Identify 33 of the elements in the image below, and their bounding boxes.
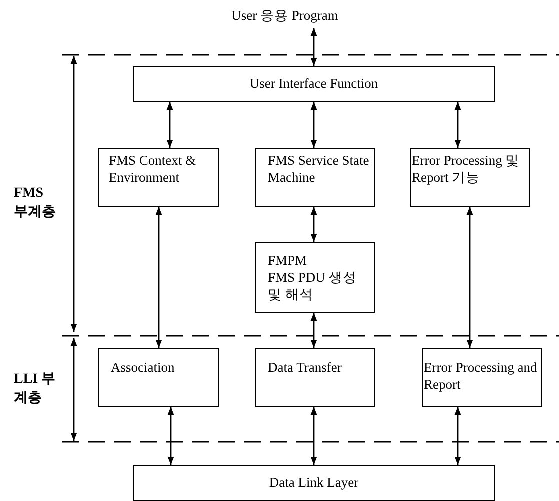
layer-label: FMS 부계층 — [14, 185, 57, 222]
function-box — [98, 348, 219, 407]
box-text: FMS Context & Environment — [109, 152, 198, 186]
arrow — [310, 313, 318, 348]
function-box — [255, 242, 375, 313]
function-box — [98, 148, 219, 207]
arrow — [454, 102, 462, 148]
function-box — [422, 348, 542, 407]
box-text: Data Link Layer — [268, 474, 360, 491]
arrow — [310, 102, 318, 148]
function-box — [410, 148, 530, 207]
box-text: FMS PDU 생성 및 해석 — [268, 269, 358, 303]
box-text: Association — [111, 359, 176, 376]
function-box — [255, 148, 375, 207]
box-text: Data Transfer — [268, 359, 343, 376]
box-text: FMPM — [268, 252, 308, 269]
box-text: User Interface Function — [248, 75, 380, 92]
arrow — [168, 407, 174, 465]
box-text: Error Processing 및 Report 기능 — [412, 152, 521, 186]
arrow — [156, 207, 162, 348]
program-label: User 응용 Program — [220, 4, 350, 28]
arrow — [166, 102, 174, 148]
box-text: Error Processing and Report — [424, 359, 538, 393]
arrow — [310, 207, 318, 242]
arrow — [454, 407, 462, 465]
function-box — [133, 66, 495, 102]
box-text: FMS Service State Machine — [268, 152, 370, 186]
layer-label: LLI 부계층 — [14, 371, 57, 408]
function-box — [255, 348, 375, 407]
arrow — [310, 407, 318, 465]
function-box — [133, 465, 495, 501]
arrow — [310, 28, 318, 66]
arrow — [466, 207, 474, 348]
